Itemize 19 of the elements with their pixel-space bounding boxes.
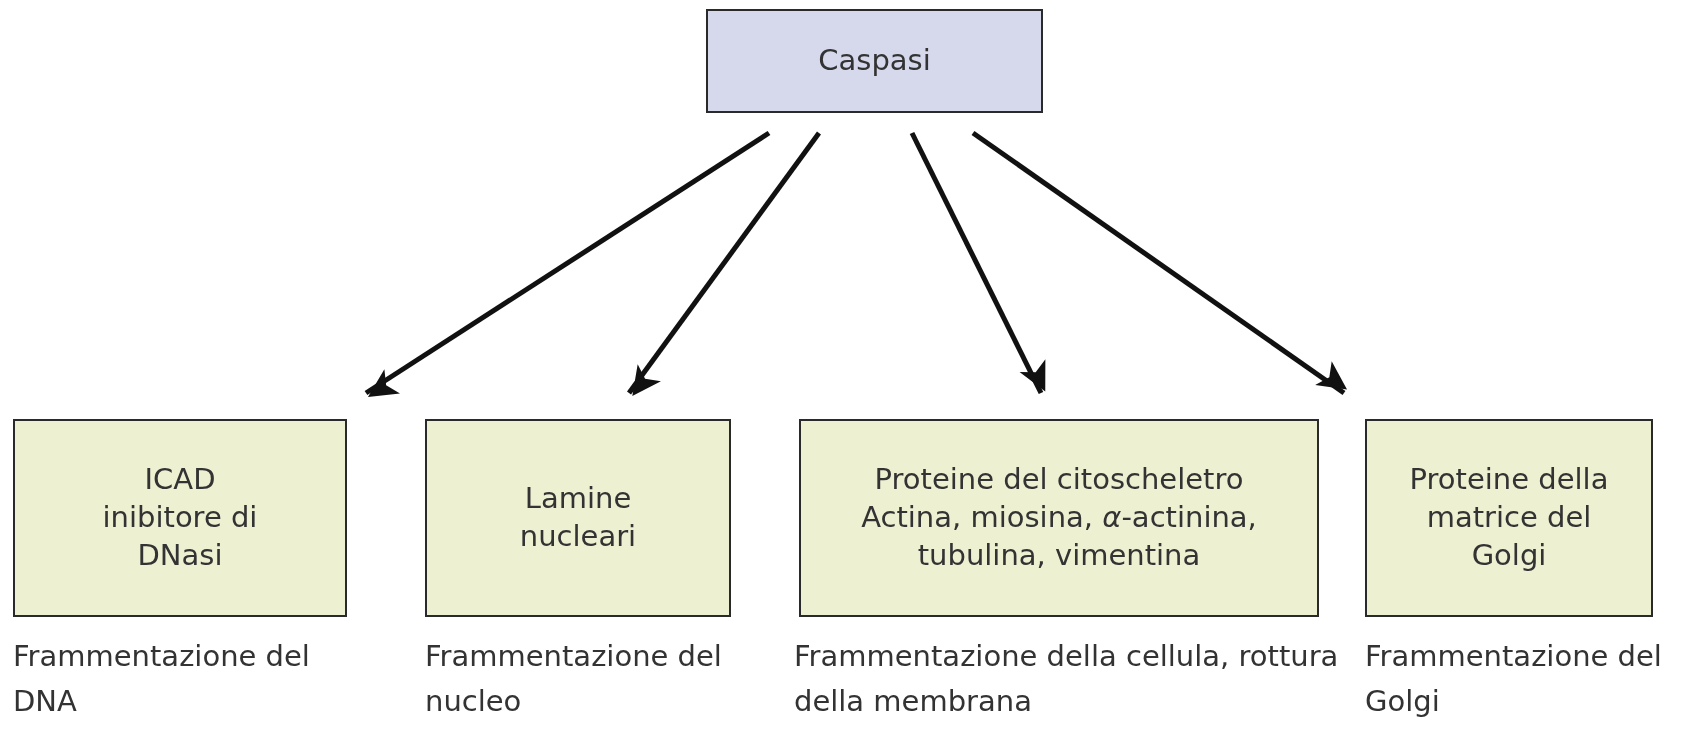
target-box [1365,419,1653,617]
outcome-caption: Frammentazione del DNA [13,638,311,720]
outcome-caption: Frammentazione del nucleo [425,638,723,720]
target-box [799,419,1319,617]
node-label: Proteine del citoscheletro [874,461,1244,499]
node-label: Proteine della matrice del Golgi [1408,461,1610,574]
target-box [13,419,347,617]
target-box [425,419,731,617]
node-label: Lamine nucleari [518,480,638,555]
arrow [909,131,1046,395]
arrow [364,130,771,398]
arrow [971,130,1347,396]
node-label: ICAD inibitore di DNasi [101,461,259,574]
node-label: Caspasi [818,42,931,80]
enzyme-box [706,9,1043,113]
outcome-caption: Frammentazione del Golgi [1365,638,1663,720]
node-detail: Actina, miosina, α-actinina, tubulina, vimentina [860,499,1258,574]
outcome-caption: Frammentazione della cellula, rottura della membrana [794,638,1340,720]
arrow [627,131,821,397]
